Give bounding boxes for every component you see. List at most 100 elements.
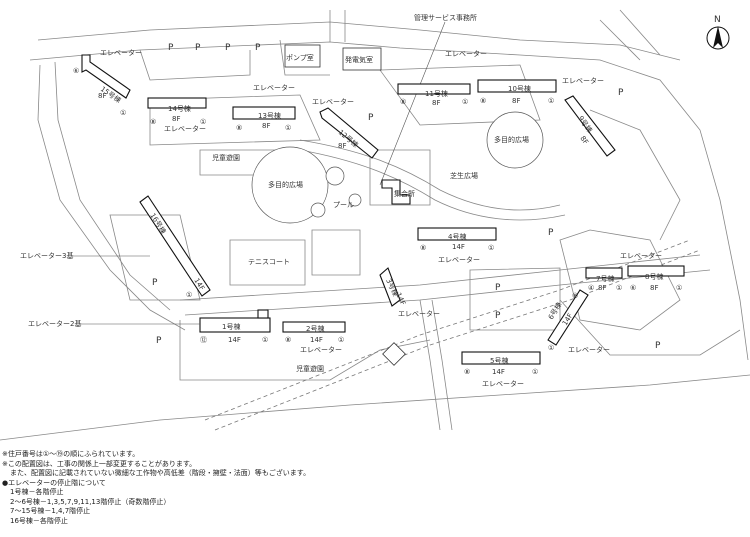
svg-text:14F: 14F	[492, 368, 505, 376]
svg-text:2号棟: 2号棟	[306, 324, 324, 333]
building-9[interactable]: 9号棟 8F エレベーター P	[562, 76, 624, 157]
elevator-3-label: エレベーター3基	[20, 251, 73, 260]
svg-text:11号棟: 11号棟	[425, 89, 448, 98]
building-12[interactable]: 12号棟 8F エレベーター P	[312, 97, 379, 159]
svg-text:⑧: ⑧	[285, 336, 291, 344]
multipurpose-plaza-right	[486, 111, 544, 169]
svg-text:エレベーター: エレベーター	[100, 48, 142, 57]
notes: ※住戸番号は①～⑲の順にふられています。 ※この配置図は、工事の関係上一部変更す…	[2, 450, 742, 526]
svg-text:⑥: ⑥	[73, 67, 79, 75]
note-layout-change: ※この配置図は、工事の関係上一部変更することがあります。	[2, 459, 197, 468]
note-elevator-16: 16号棟－各階停止	[10, 516, 68, 525]
svg-text:8F: 8F	[338, 142, 346, 150]
svg-text:⑧: ⑧	[236, 124, 242, 132]
playground-label: 児童遊園	[212, 153, 240, 162]
svg-text:④: ④	[588, 284, 594, 292]
svg-text:8F: 8F	[578, 135, 589, 147]
svg-text:①: ①	[262, 336, 268, 344]
svg-text:P: P	[195, 43, 201, 53]
building-1[interactable]: 1号棟 14F ⑫ ①	[199, 309, 271, 344]
svg-text:14号棟: 14号棟	[168, 104, 191, 113]
svg-text:①: ①	[548, 97, 554, 105]
building-14[interactable]: 14号棟 8F ⑧ ① エレベーター	[147, 97, 207, 133]
svg-text:13号棟: 13号棟	[258, 111, 281, 120]
svg-text:14F: 14F	[452, 243, 465, 251]
building-13[interactable]: 13号棟 8F エレベーター ⑧ ①	[232, 83, 296, 132]
svg-text:P: P	[495, 311, 501, 321]
svg-text:⑥: ⑥	[572, 292, 578, 300]
svg-text:P: P	[368, 113, 374, 123]
svg-text:①: ①	[676, 284, 682, 292]
dashed-route	[204, 239, 701, 431]
roads	[0, 9, 750, 441]
svg-text:6号棟: 6号棟	[546, 301, 563, 321]
svg-text:エレベーター: エレベーター	[482, 379, 524, 388]
svg-text:エレベーター: エレベーター	[568, 345, 610, 354]
svg-text:8F: 8F	[172, 115, 180, 123]
parking-top: P P P P	[168, 43, 261, 53]
svg-text:①: ①	[532, 368, 538, 376]
building-4[interactable]: 4号棟 14F ⑧ ① エレベーター	[417, 227, 497, 264]
building-7[interactable]: 7号棟 8F ④ ① エレベーター	[585, 251, 662, 292]
lawn-plaza-label: 芝生広場	[450, 171, 478, 180]
north-label: N	[714, 15, 721, 25]
svg-text:7号棟: 7号棟	[596, 274, 614, 283]
generator-room-label: 発電気室	[345, 55, 373, 64]
building-3[interactable]: 3号棟 14F エレベーター	[379, 267, 440, 318]
svg-text:⑫: ⑫	[200, 336, 207, 344]
note-elevator-7-15: 7～15号棟－1,4,7階停止	[10, 507, 91, 515]
svg-text:①: ①	[200, 118, 206, 126]
svg-text:P: P	[655, 341, 661, 351]
svg-text:P: P	[156, 336, 162, 346]
svg-text:P: P	[168, 43, 174, 53]
svg-text:エレベーター: エレベーター	[562, 76, 604, 85]
svg-text:エレベーター: エレベーター	[445, 49, 487, 58]
svg-text:P: P	[255, 43, 261, 53]
svg-text:P: P	[495, 283, 501, 293]
svg-text:①: ①	[462, 98, 468, 106]
svg-text:5号棟: 5号棟	[490, 356, 508, 365]
svg-text:P: P	[225, 43, 231, 53]
svg-text:P: P	[548, 228, 554, 238]
svg-text:エレベーター: エレベーター	[398, 309, 440, 318]
svg-text:①: ①	[616, 284, 622, 292]
building-16[interactable]: 16号棟 14F ①	[139, 195, 211, 299]
svg-text:8号棟: 8号棟	[645, 272, 663, 281]
svg-text:⑥: ⑥	[630, 284, 636, 292]
building-5[interactable]: 5号棟 14F ⑧ ① エレベーター	[461, 351, 541, 388]
svg-text:エレベーター: エレベーター	[164, 124, 206, 133]
building-8[interactable]: 8号棟 8F ⑥ ①	[627, 265, 685, 292]
svg-text:①: ①	[120, 109, 126, 117]
svg-text:8F: 8F	[262, 122, 270, 130]
building-15[interactable]: 15号棟 8F エレベーター ⑥ ①	[73, 48, 142, 117]
svg-text:集会所: 集会所	[394, 189, 415, 198]
svg-text:多目的広場: 多目的広場	[494, 135, 529, 144]
multipurpose-plaza-center	[251, 146, 329, 224]
svg-text:P: P	[152, 278, 158, 288]
svg-text:10号棟: 10号棟	[508, 84, 531, 93]
meeting-hall	[381, 179, 411, 205]
north-arrow-icon: N	[706, 15, 730, 50]
note-elevator-1: 1号棟－各階停止	[10, 488, 64, 496]
elevator-2-label: エレベーター2基	[28, 319, 81, 328]
generator-room	[342, 47, 382, 71]
svg-text:⑧: ⑧	[420, 244, 426, 252]
svg-text:14F: 14F	[310, 336, 323, 344]
pump-room-label: ポンプ室	[286, 53, 314, 62]
pool-label: プール	[333, 201, 354, 209]
playground-small-label: 児童遊園	[296, 364, 324, 373]
svg-text:①: ①	[285, 124, 291, 132]
note-elevator-2-6: 2～6号棟－1,3,5,7,9,11,13階停止（奇数階停止）	[10, 497, 171, 506]
building-11[interactable]: 11号棟 8F エレベーター ⑧ ①	[397, 49, 487, 107]
svg-text:①: ①	[338, 336, 344, 344]
svg-text:①: ①	[186, 291, 192, 299]
building-10[interactable]: 10号棟 8F ⑧ ①	[477, 79, 557, 105]
tennis-court-label: テニスコート	[248, 258, 290, 266]
building-2[interactable]: 2号棟 14F ⑧ ① エレベーター	[282, 321, 346, 354]
svg-text:エレベーター: エレベーター	[300, 345, 342, 354]
svg-text:1号棟: 1号棟	[222, 322, 240, 331]
note-fine-structures: また、配置図に記載されていない微細な工作物や高低差（階段・擁壁・法面）等もござい…	[10, 469, 311, 477]
svg-text:8F: 8F	[598, 284, 606, 292]
svg-text:P: P	[618, 88, 624, 98]
svg-text:⑧: ⑧	[150, 118, 156, 126]
